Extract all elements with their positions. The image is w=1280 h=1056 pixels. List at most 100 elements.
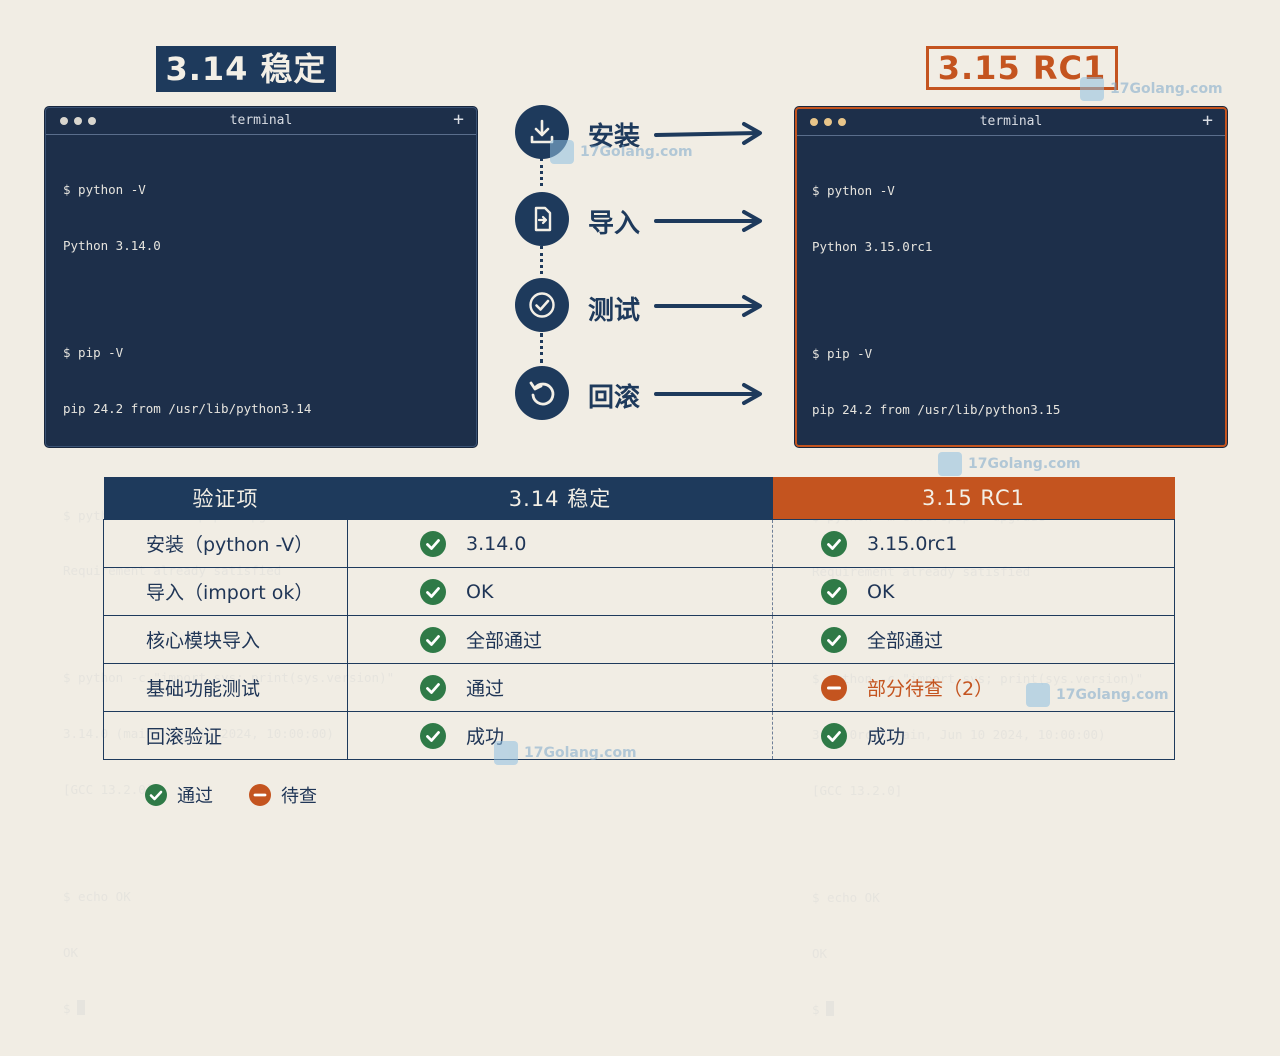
watermark-logo-icon	[1026, 683, 1050, 707]
window-dot-icon	[810, 118, 818, 126]
cell-value: 全部通过	[466, 630, 543, 652]
stable-terminal-window: terminal + $ python -V Python 3.14.0 $ p…	[45, 107, 477, 1016]
table-row: 导入（import ok） OK OK	[103, 567, 1175, 616]
check-icon	[821, 722, 847, 749]
step-connector	[540, 333, 546, 363]
legend: 通过 待查	[145, 782, 317, 808]
terminal-line: $ echo OK	[63, 888, 131, 904]
terminal-line: pip 24.2 from /usr/lib/python3.14	[63, 400, 312, 416]
step-label-test: 测试	[588, 296, 641, 326]
watermark: 17Golang.com	[1026, 683, 1169, 707]
window-dot-icon	[74, 117, 82, 125]
window-dot-icon	[838, 118, 846, 126]
undo-icon	[515, 366, 569, 420]
cell-value: OK	[466, 580, 494, 603]
terminal-line: Python 3.14.0	[63, 237, 161, 253]
check-circle-icon	[515, 278, 569, 332]
terminal-line	[812, 294, 1215, 308]
check-icon	[821, 626, 847, 653]
terminal-prompt-line[interactable]: $	[63, 999, 466, 1019]
cell-value: 通过	[466, 678, 505, 700]
cell-value: 成功	[867, 726, 906, 748]
watermark-logo-icon	[494, 741, 518, 765]
new-tab-plus-icon[interactable]: +	[453, 109, 464, 130]
terminal-prompt-line[interactable]: $	[812, 1000, 1215, 1020]
cell-value: OK	[867, 580, 895, 603]
minus-icon	[249, 784, 271, 806]
terminal-line: $ pip -V	[812, 345, 873, 361]
terminal-line: $ python -V	[812, 183, 895, 199]
terminal-line: [GCC 13.2.0]	[812, 783, 903, 798]
terminal-prompt: $	[63, 1000, 71, 1016]
terminal-line: $ python -V	[63, 182, 146, 198]
window-dot-icon	[60, 117, 68, 125]
header-stable: 3.14 稳定	[347, 477, 773, 520]
step-connector	[540, 158, 546, 186]
row-item-label: 基础功能测试	[103, 663, 348, 712]
terminal-title-bar: terminal +	[46, 108, 476, 135]
arrow-right-icon	[654, 210, 762, 232]
cell-value: 全部通过	[867, 630, 944, 652]
check-icon	[420, 530, 446, 557]
check-icon	[420, 722, 446, 749]
row-item-label: 导入（import ok）	[103, 567, 348, 616]
watermark-logo-icon	[550, 140, 574, 164]
check-icon	[420, 626, 446, 653]
check-icon	[145, 784, 167, 806]
terminal-prompt: $	[812, 1001, 820, 1017]
new-tab-plus-icon[interactable]: +	[1202, 110, 1213, 131]
window-dot-icon	[88, 117, 96, 125]
stable-version-heading: 3.14 稳定	[156, 46, 336, 92]
cell-value-pending: 部分待查（2）	[867, 678, 994, 700]
terminal-line: OK	[63, 944, 79, 960]
import-file-icon	[515, 192, 569, 246]
table-row: 基础功能测试 通过 部分待查（2）	[103, 663, 1175, 712]
table-header-row: 验证项 3.14 稳定 3.15 RC1	[103, 477, 1175, 520]
watermark: 17Golang.com	[1080, 77, 1223, 101]
rc-terminal-window: terminal + $ python -V Python 3.15.0rc1 …	[795, 107, 1227, 1017]
check-icon	[420, 674, 446, 701]
cursor-icon	[76, 999, 85, 1015]
minus-icon	[821, 674, 847, 701]
cell-value: 3.15.0rc1	[867, 532, 958, 555]
terminal-line: pip 24.2 from /usr/lib/python3.15	[812, 401, 1061, 417]
header-check-item: 验证项	[103, 477, 348, 520]
terminal-line	[63, 456, 466, 470]
rc-version-heading: 3.15 RC1	[926, 46, 1118, 90]
arrow-right-icon	[654, 383, 762, 405]
terminal-line: Python 3.15.0rc1	[812, 238, 933, 254]
cell-value: 3.14.0	[466, 532, 527, 555]
step-label-rollback: 回滚	[588, 383, 641, 413]
terminal-title-bar: terminal +	[797, 109, 1225, 136]
watermark-logo-icon	[1080, 77, 1104, 101]
window-dot-icon	[824, 118, 832, 126]
step-label-import: 导入	[588, 209, 641, 239]
watermark: 17Golang.com	[494, 741, 637, 765]
table-row: 核心模块导入 全部通过 全部通过	[103, 615, 1175, 664]
terminal-line	[63, 293, 466, 307]
watermark-logo-icon	[938, 452, 962, 476]
arrow-right-icon	[654, 122, 762, 145]
terminal-title: terminal	[229, 113, 293, 128]
check-icon	[821, 530, 847, 557]
step-label-install: 安装	[588, 122, 641, 152]
arrow-right-icon	[654, 295, 762, 317]
check-icon	[420, 578, 446, 605]
terminal-line: $ echo OK	[812, 889, 880, 905]
terminal-line	[812, 838, 1215, 852]
table-row: 回滚验证 成功 成功	[103, 711, 1175, 760]
table-row: 安装（python -V） 3.14.0 3.15.0rc1	[103, 519, 1175, 568]
terminal-title: terminal	[979, 114, 1043, 129]
comparison-table: 验证项 3.14 稳定 3.15 RC1 安装（python -V） 3.14.…	[103, 477, 1175, 765]
legend-ok-label: 通过	[177, 786, 213, 807]
watermark: 17Golang.com	[550, 140, 693, 164]
header-rc: 3.15 RC1	[772, 477, 1175, 520]
step-connector	[540, 246, 546, 274]
watermark: 17Golang.com	[938, 452, 1081, 476]
cursor-icon	[825, 1000, 834, 1016]
row-item-label: 回滚验证	[103, 711, 348, 760]
terminal-line: [GCC 13.2.0]	[63, 782, 154, 797]
row-item-label: 核心模块导入	[103, 615, 348, 664]
legend-pending-label: 待查	[281, 786, 317, 807]
check-icon	[821, 578, 847, 605]
